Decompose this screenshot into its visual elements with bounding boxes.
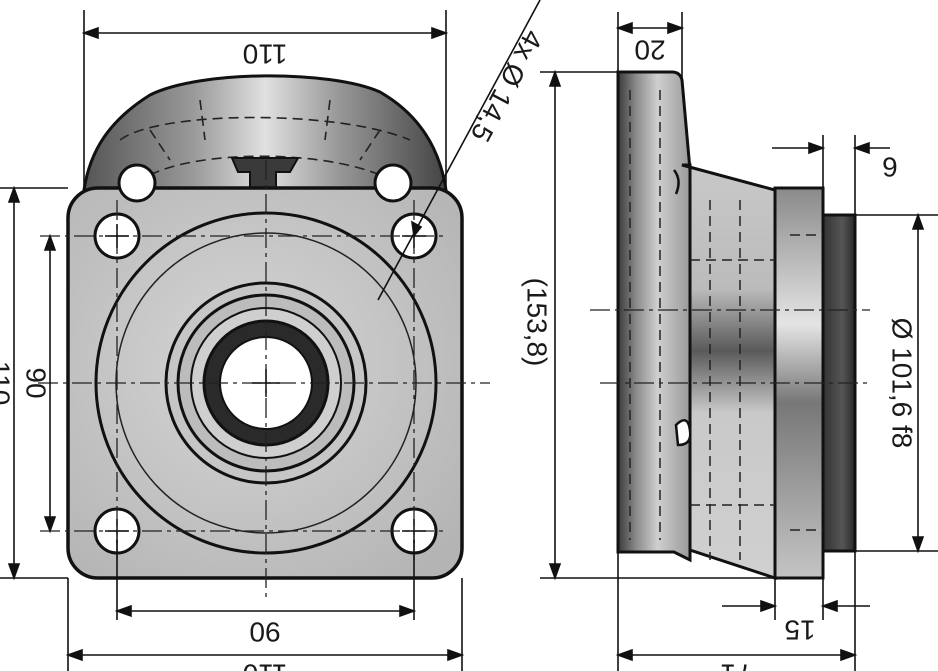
front-dimension-lines <box>0 0 541 671</box>
dim-side-overall-height: (153,8) <box>522 278 553 367</box>
dim-side-flange-thickness: 20 <box>634 35 665 66</box>
dim-front-bottom-width: 110 <box>243 659 288 671</box>
dim-side-bottom-cut: 71 <box>720 659 751 671</box>
dim-front-top-width: 110 <box>243 39 288 70</box>
dim-side-spigot-width: 15 <box>784 615 815 646</box>
dim-front-height: 110 <box>0 361 16 406</box>
dim-front-hole-spacing-h: 90 <box>249 617 280 648</box>
dim-hole-spec: 4x Ø 14,5 <box>465 25 549 147</box>
side-dimension-labels: 20 (153,8) 6 Ø 101,6 f8 15 71 <box>522 35 918 671</box>
side-flange <box>616 70 692 563</box>
side-neck <box>681 163 777 581</box>
dim-side-spigot-length: 6 <box>882 152 898 183</box>
side-view <box>590 70 870 581</box>
front-view <box>38 74 490 600</box>
dim-front-hole-spacing-v: 90 <box>21 367 52 398</box>
dim-side-spigot-diameter: Ø 101,6 f8 <box>887 318 918 449</box>
side-dimension-lines <box>540 12 938 671</box>
rear-dome <box>82 74 448 192</box>
